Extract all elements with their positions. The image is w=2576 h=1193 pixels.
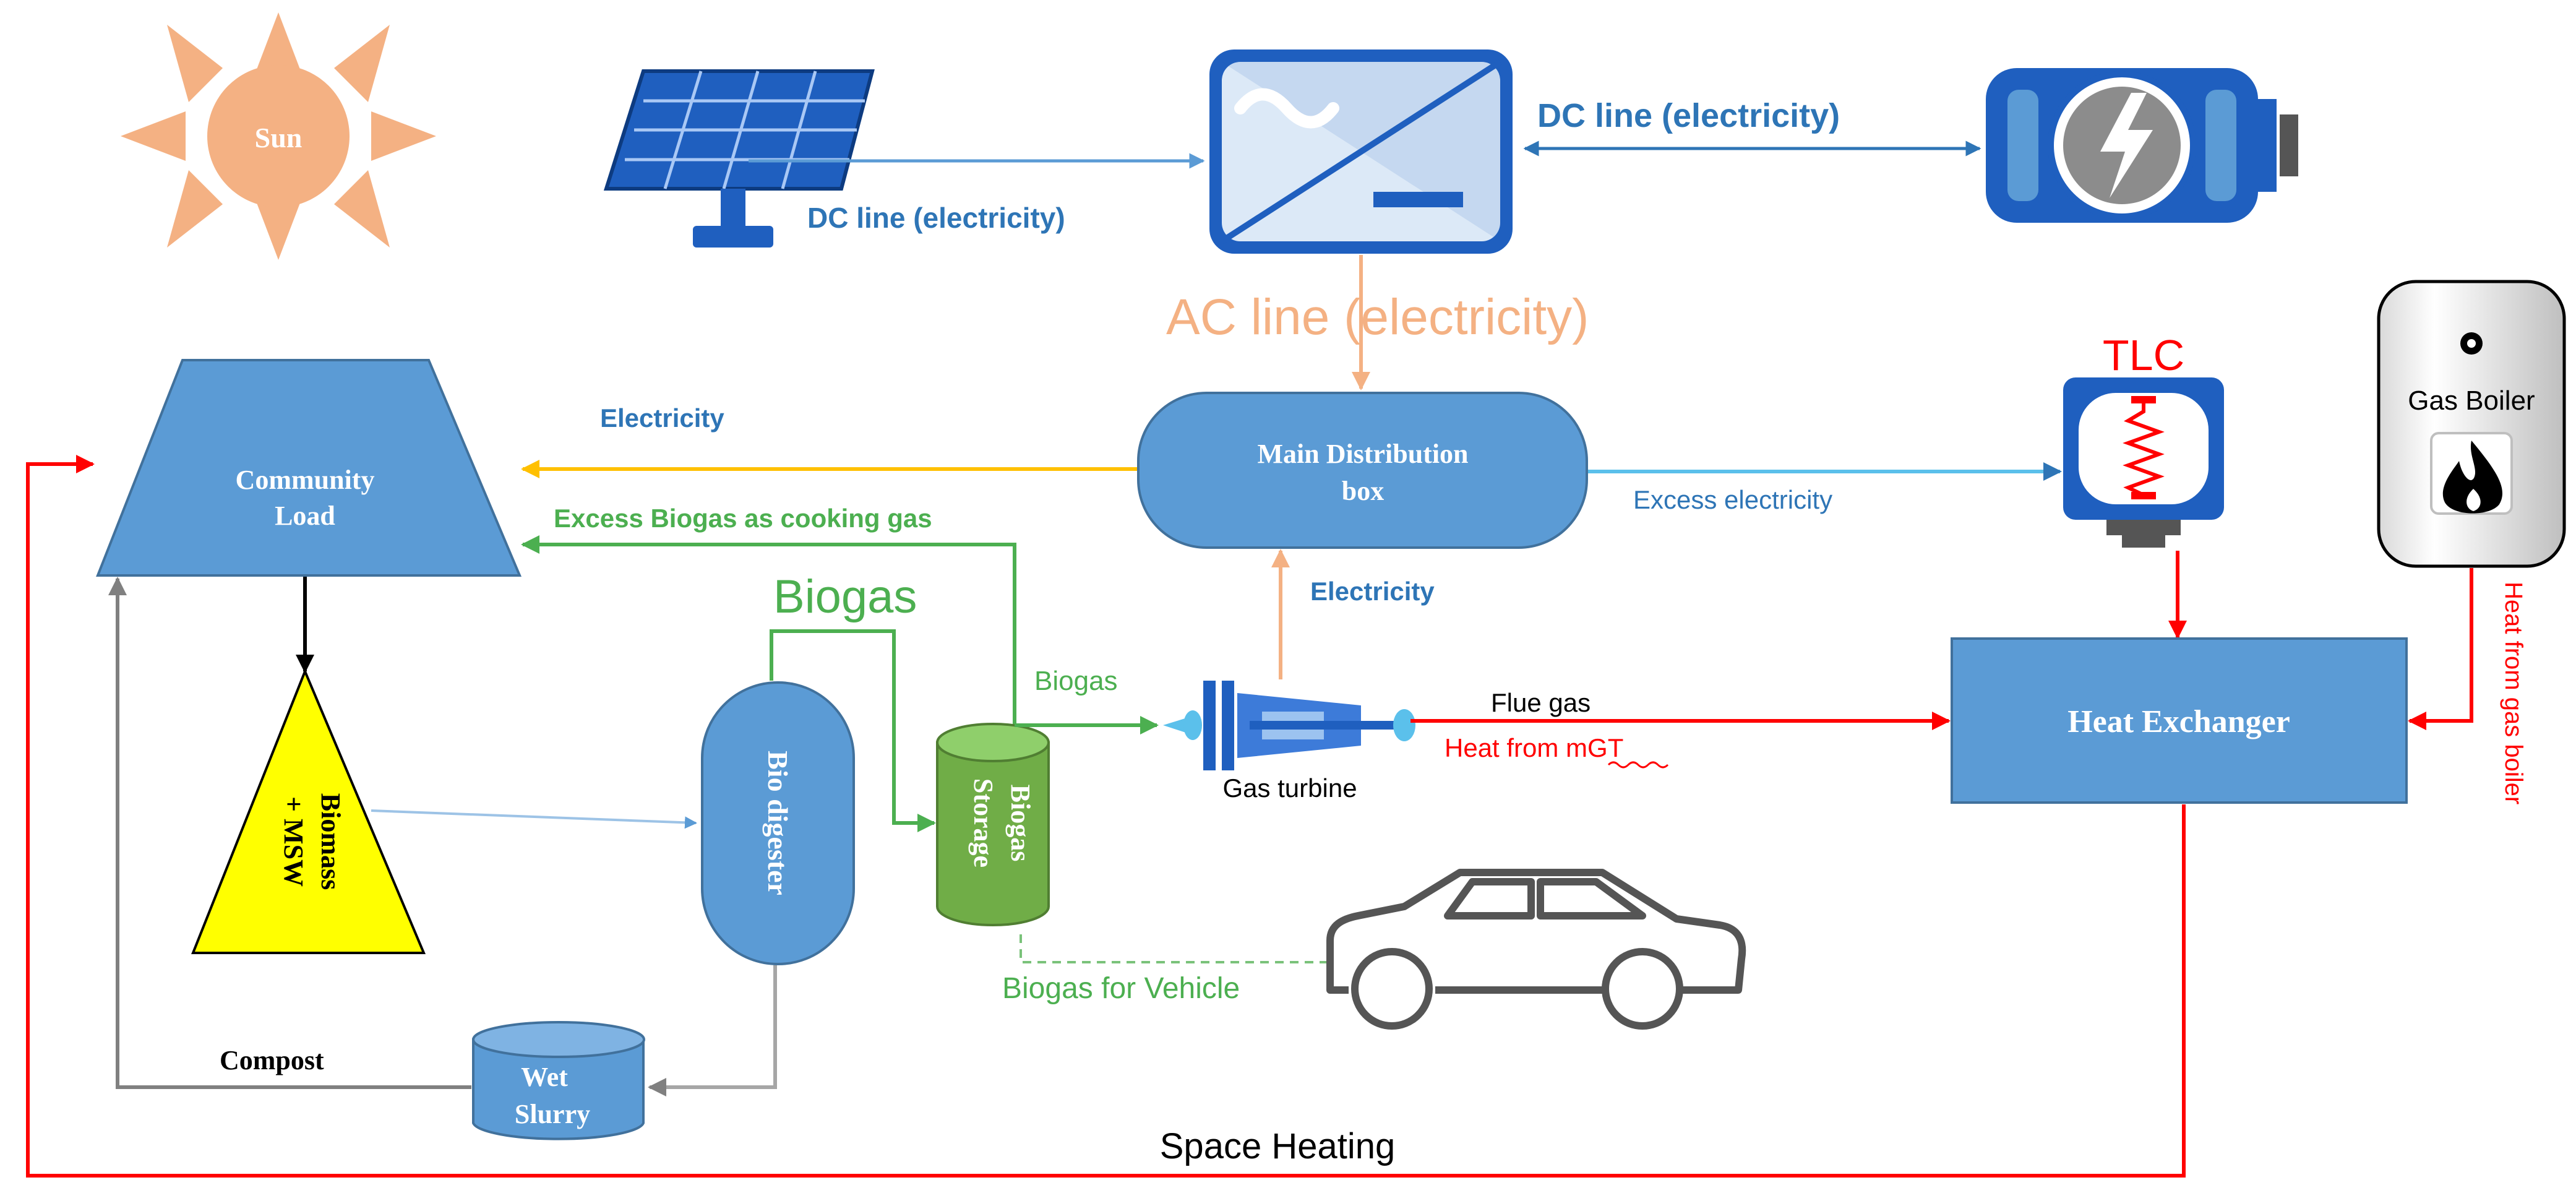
compost-arrow bbox=[108, 577, 471, 1089]
electricity-from-turbine-label: Electricity bbox=[1310, 577, 1435, 606]
community-load-label-1: Community bbox=[236, 465, 375, 495]
dc-line-battery-label: DC line (electricity) bbox=[1537, 97, 1840, 134]
inverter-icon bbox=[1209, 50, 1513, 254]
car-icon bbox=[1326, 869, 1746, 1030]
flue-gas-label: Flue gas bbox=[1491, 688, 1591, 717]
digester-to-slurry-arrow bbox=[648, 965, 777, 1096]
biomass-to-digester-arrow bbox=[371, 809, 697, 829]
heat-from-mgt-underline bbox=[1607, 761, 1669, 769]
bio-digester-label: Bio digester bbox=[762, 751, 794, 895]
tlc-heater-icon bbox=[2063, 377, 2224, 548]
wet-slurry-box bbox=[472, 1021, 645, 1140]
compost-label: Compost bbox=[220, 1045, 324, 1075]
heat-exchanger-label: Heat Exchanger bbox=[2067, 704, 2290, 739]
ac-line-label: AC line (electricity) bbox=[1166, 289, 1589, 345]
sun-icon bbox=[121, 12, 436, 260]
biomass-msw-box bbox=[191, 668, 426, 954]
space-heating-arrow bbox=[26, 455, 2186, 1178]
gas-boiler-icon bbox=[2377, 280, 2566, 568]
biogas-small-label: Biogas bbox=[1034, 666, 1118, 696]
heat-exchanger-box bbox=[1951, 637, 2408, 804]
wet-slurry-label-1: Wet bbox=[521, 1062, 568, 1092]
electricity-to-load-label: Electricity bbox=[600, 403, 724, 433]
heat-from-mgt-label: Heat from mGT bbox=[1445, 733, 1623, 762]
biogas-to-storage-arrow bbox=[770, 629, 936, 832]
main-distribution-label-2: box bbox=[1342, 476, 1384, 506]
main-distribution-label-1: Main Distribution bbox=[1257, 439, 1468, 469]
excess-biogas-arrow bbox=[521, 535, 1016, 730]
gas-turbine-label: Gas turbine bbox=[1222, 773, 1357, 803]
community-load-box bbox=[96, 359, 522, 577]
space-heating-label: Space Heating bbox=[1160, 1126, 1395, 1166]
bio-digester-box bbox=[701, 681, 855, 965]
biogas-vehicle-line bbox=[1020, 934, 1327, 963]
heat-from-boiler-arrow bbox=[2408, 568, 2473, 730]
community-load-label-2: Load bbox=[275, 501, 335, 531]
battery-icon bbox=[1986, 68, 2298, 223]
gas-boiler-label: Gas Boiler bbox=[2408, 385, 2535, 416]
tlc-label: TLC bbox=[2103, 331, 2184, 379]
sun-label: Sun bbox=[255, 122, 303, 153]
biogas-storage-box bbox=[936, 723, 1050, 926]
msw-label: + MSW bbox=[278, 796, 309, 887]
heat-from-boiler-label: Heat from gas boiler bbox=[2500, 582, 2527, 804]
flame-icon bbox=[2442, 441, 2502, 514]
excess-biogas-label: Excess Biogas as cooking gas bbox=[554, 504, 932, 533]
excess-electricity-label: Excess electricity bbox=[1633, 485, 1832, 514]
dc-line-pv-label: DC line (electricity) bbox=[807, 202, 1065, 234]
biogas-storage-label-2: Storage bbox=[968, 778, 998, 868]
biogas-storage-label-1: Biogas bbox=[1005, 785, 1036, 862]
biogas-vehicle-label: Biogas for Vehicle bbox=[1002, 972, 1240, 1005]
wet-slurry-label-2: Slurry bbox=[515, 1099, 590, 1129]
biomass-label: Biomass bbox=[316, 793, 346, 890]
gas-turbine-icon bbox=[1163, 681, 1415, 770]
main-distribution-box bbox=[1137, 392, 1588, 549]
biogas-big-label: Biogas bbox=[773, 571, 917, 623]
